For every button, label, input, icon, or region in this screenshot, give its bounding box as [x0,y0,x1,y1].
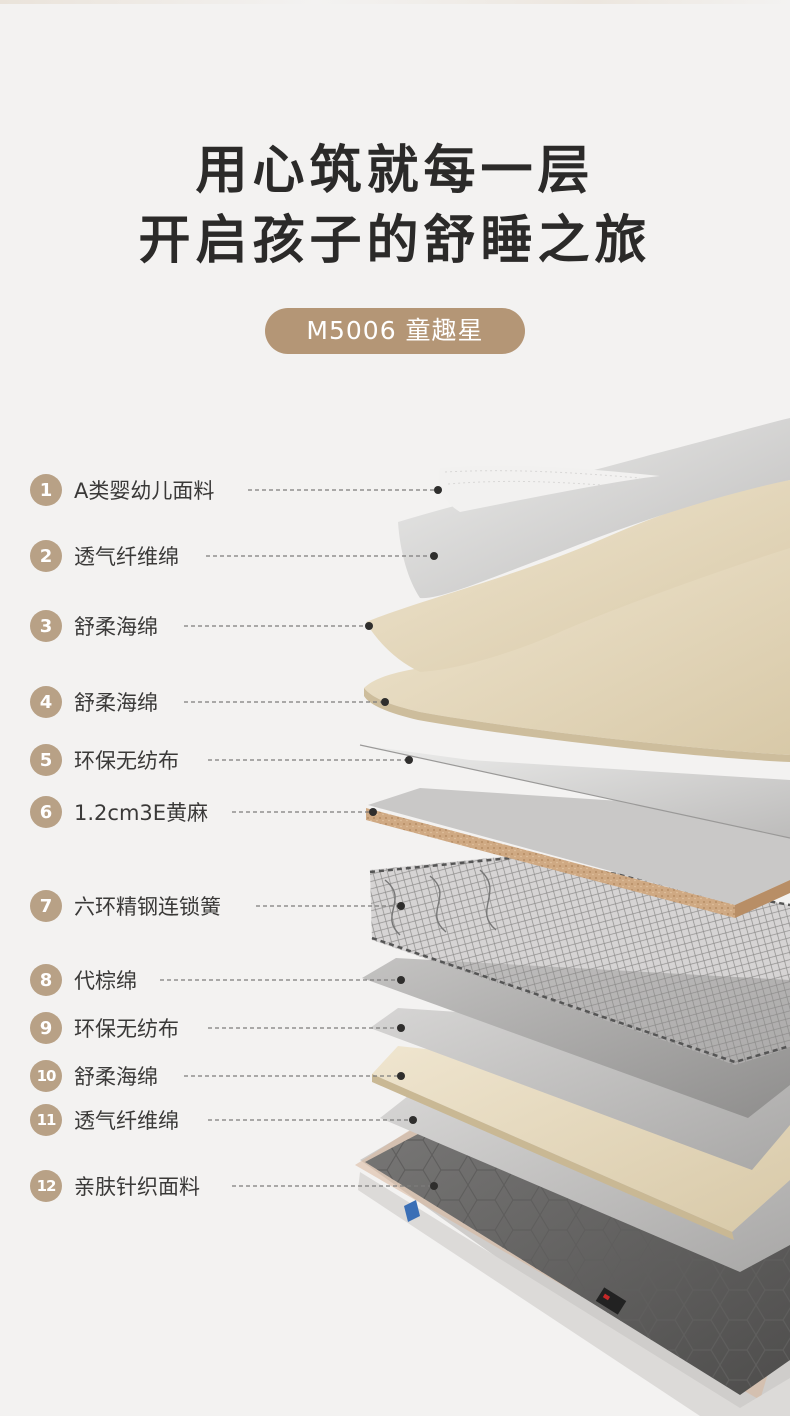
layer-item-8: 8 代棕绵 [30,963,137,997]
layer-number-badge: 11 [30,1104,62,1136]
layer-label: 透气纤维绵 [74,1109,179,1133]
headline-line-2: 开启孩子的舒睡之旅 [138,211,652,271]
layer-6-jute-shape [366,788,790,918]
layer-label: 六环精钢连锁簧 [74,895,221,919]
layer-4-sponge-shape [364,545,790,762]
layer-number-badge: 1 [30,474,62,506]
layer-number-badge: 5 [30,744,62,776]
layer-label: 透气纤维绵 [74,545,179,569]
layer-item-10: 10 舒柔海绵 [30,1059,158,1093]
layer-number-badge: 12 [30,1170,62,1202]
model-badge: M5006 童趣星 [265,308,525,354]
leader-lines [160,489,436,1187]
layer-item-4: 4 舒柔海绵 [30,685,158,719]
layer-label: 亲肤针织面料 [74,1175,200,1199]
layer-number-badge: 8 [30,964,62,996]
layer-item-9: 9 环保无纺布 [30,1011,179,1045]
layer-label: 环保无纺布 [74,749,179,773]
layer-item-6: 6 1.2cm3E黄麻 [30,795,208,829]
layer-3-sponge-shape [366,480,790,672]
layer-number-badge: 2 [30,540,62,572]
headline-line-1: 用心筑就每一层 [195,141,595,201]
layer-number-badge: 6 [30,796,62,828]
layer-label: 1.2cm3E黄麻 [74,801,209,825]
layer-number-badge: 7 [30,890,62,922]
layer-1-top-fabric-shape [438,465,660,512]
layer-2-fiber-shape [398,418,790,599]
layer-item-3: 3 舒柔海绵 [30,609,158,643]
layer-item-12: 12 亲肤针织面料 [30,1169,200,1203]
top-decor-strip [0,0,790,4]
layer-item-5: 5 环保无纺布 [30,743,179,777]
layer-10-edge [372,1074,734,1240]
layer-12-knit-fabric-shape [355,1125,790,1416]
layer-label: A类婴幼儿面料 [74,479,215,503]
layer-number-badge: 10 [30,1060,62,1092]
layer-item-11: 11 透气纤维绵 [30,1103,179,1137]
layer-label: 舒柔海绵 [74,1065,158,1089]
leader-dots [365,486,442,1190]
layer-5-edge [359,744,790,839]
layer-label: 舒柔海绵 [74,615,158,639]
layer-item-7: 7 六环精钢连锁簧 [30,889,221,923]
layer-label: 代棕绵 [74,969,137,993]
layer-number-badge: 4 [30,686,62,718]
layer-label: 舒柔海绵 [74,691,158,715]
layer-label: 环保无纺布 [74,1017,179,1041]
layer-7-spring-shape [369,855,790,1065]
layer-number-badge: 9 [30,1012,62,1044]
layer-item-1: 1 A类婴幼儿面料 [30,473,214,507]
layer-number-badge: 3 [30,610,62,642]
layer-item-2: 2 透气纤维绵 [30,539,179,573]
